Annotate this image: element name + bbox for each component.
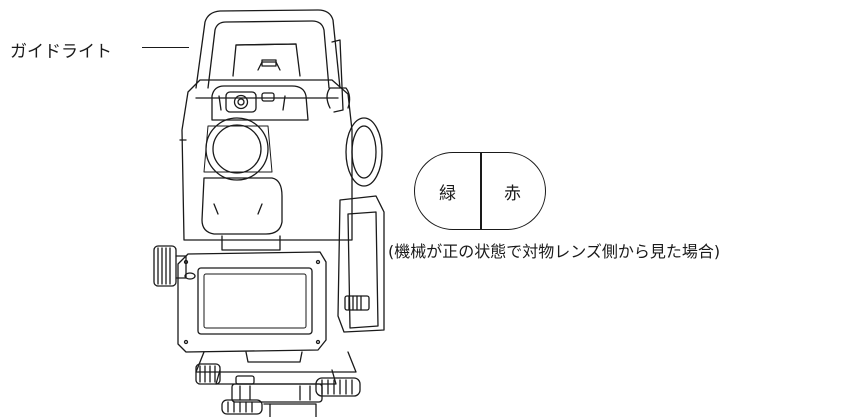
objective-lens	[203, 117, 273, 181]
lamp-divider	[480, 153, 482, 229]
lamp-red-label: 赤	[504, 183, 521, 204]
instrument-standard	[179, 59, 353, 241]
lamp-green-label: 緑	[439, 183, 456, 204]
leader-line	[142, 47, 189, 48]
view-caption: (機械が正の状態で対物レンズ側から見た場合)	[388, 242, 721, 261]
display-panel	[177, 251, 327, 353]
guide-light-indicator: 緑 赤	[414, 152, 546, 230]
tribrach	[195, 351, 361, 417]
guide-light-label: ガイドライト	[10, 42, 112, 62]
telescope-body	[201, 177, 283, 251]
guide-light-lens	[233, 94, 249, 110]
left-knob	[153, 245, 187, 287]
side-cover	[326, 39, 385, 333]
carrying-handle	[195, 9, 341, 89]
